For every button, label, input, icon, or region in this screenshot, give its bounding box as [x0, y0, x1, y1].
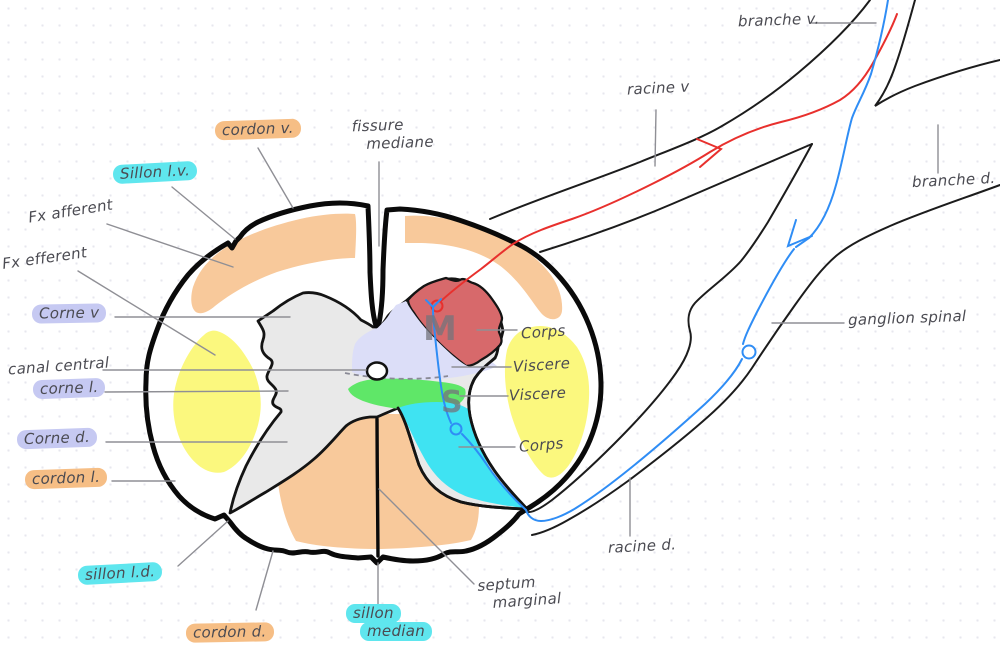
label-cordon-l: cordon l. — [24, 467, 108, 490]
label-sillon-lv: Sillon l.v. — [112, 160, 198, 185]
cyan-region — [398, 402, 524, 508]
label-racine-d: racine d. — [607, 535, 677, 557]
letter-m: M — [423, 309, 458, 349]
lavender-region — [352, 301, 497, 381]
leader-lines — [77, 22, 939, 611]
dashed-boundary — [344, 372, 449, 380]
label-cordon-v: cordon v. — [214, 118, 301, 141]
leader-corne-l — [104, 390, 289, 393]
leader-racine-v — [654, 109, 657, 167]
cord-outline — [143, 200, 604, 566]
blue-terminal-fork-icon — [425, 298, 442, 308]
label-racine-v: racine v — [626, 77, 690, 99]
leader-cordon-v — [257, 147, 294, 209]
blue-horn-soma-icon — [449, 422, 463, 436]
cyan-horn-outline — [396, 356, 529, 511]
yellow-right-region — [504, 325, 590, 478]
label-corne-d: Corne d. — [16, 427, 98, 450]
yellow-left-region — [173, 330, 261, 473]
leader-fx-efferent — [77, 270, 216, 356]
blue-ganglion-soma-icon — [741, 344, 757, 360]
orange-band-top-left — [191, 213, 357, 314]
label-corps-top: Corps — [520, 321, 567, 343]
red-arrowhead-icon — [696, 138, 723, 168]
leader-cordon-d — [255, 550, 274, 611]
central-canal — [365, 361, 389, 381]
leader-sillon-lv — [171, 186, 236, 240]
nerve-outline — [489, 0, 1000, 536]
leader-sillon-ld — [177, 520, 229, 567]
label-viscere-bottom: Viscere — [508, 383, 567, 405]
orange-band-top-right — [405, 215, 563, 320]
blue-axon-line — [425, 0, 889, 523]
blue-arrowhead-icon — [786, 219, 813, 248]
label-corne-v: Corne v — [31, 303, 107, 324]
label-branche-v: branche v. — [737, 9, 820, 31]
label-sillon-ld: sillon l.d. — [77, 561, 163, 586]
label-cordon-d: cordon d. — [185, 622, 274, 643]
leader-septum-marginal — [378, 488, 475, 585]
letter-s: S — [441, 385, 463, 420]
label-corne-l: corne l. — [32, 377, 106, 400]
median-septum-line — [375, 417, 380, 558]
leader-fx-afferent — [106, 223, 234, 268]
